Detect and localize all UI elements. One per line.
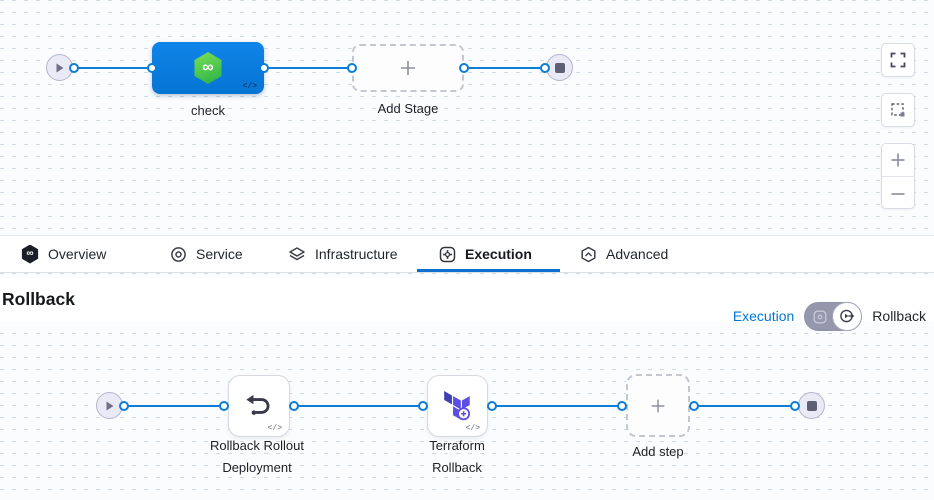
stop-icon [806,400,817,411]
marquee-select-icon [891,103,905,117]
port [459,63,469,73]
edge-step1-to-step2 [294,405,423,407]
play-icon [106,401,114,410]
code-icon[interactable]: </> [267,424,282,433]
fullscreen-icon [890,52,906,68]
edge-start-to-stage [74,67,152,69]
stop-icon [554,62,565,73]
tab-advanced[interactable]: Advanced [580,236,668,272]
step-label: Terraform Rollback [397,435,517,479]
harness-logo-icon: ∞ [194,52,222,84]
infrastructure-icon [289,246,305,260]
step-terraform-rollback[interactable]: </> [427,375,488,437]
step-label-line1: Terraform [429,438,485,453]
plus-icon [651,399,665,412]
selection-mode-button[interactable] [881,93,915,127]
execution-icon [439,246,456,262]
tab-label: Advanced [606,246,669,262]
code-icon[interactable]: </> [242,82,257,91]
tab-label: Infrastructure [315,246,398,262]
port [119,401,129,411]
view-toggle-switch[interactable] [804,301,863,331]
port [418,401,428,411]
add-stage-button[interactable] [352,44,464,92]
edge-start-to-step1 [124,405,224,407]
stage-label: check [191,103,225,118]
execution-header: Rollback [0,278,934,322]
rollback-start-node[interactable] [96,392,123,419]
advanced-icon [581,246,596,262]
add-stage-label: Add Stage [377,101,439,116]
service-icon [171,246,186,262]
port [219,401,229,411]
tab-service[interactable]: Service [170,236,243,272]
step-label-line1: Rollback Rollout [210,438,304,453]
zoom-in-icon [891,153,905,167]
stage-node-check[interactable]: ∞ </> [152,42,264,94]
pipeline-start-node[interactable] [46,54,73,81]
execution-faded-icon [813,310,827,329]
tab-infrastructure[interactable]: Infrastructure [288,236,397,272]
step-label: Rollback Rollout Deployment [197,435,317,479]
fullscreen-button[interactable] [881,43,915,77]
toggle-knob[interactable] [832,301,863,331]
zoom-out-button[interactable] [882,177,914,210]
edge-addstage-to-end [464,67,545,69]
port [347,63,357,73]
undo-rollback-icon [246,394,270,415]
tab-overview[interactable]: ∞ Overview [21,236,106,272]
plus-icon [401,61,415,75]
port [790,401,800,411]
port [540,63,550,73]
step-label-line2: Deployment [222,460,292,475]
zoom-controls [881,143,915,209]
stage-canvas[interactable]: ∞ </> check Add Stage [0,0,934,235]
stage-config-tabs: ∞ Overview Service Infrastructure [0,235,934,273]
add-step-label: Add step [632,444,684,459]
tab-execution[interactable]: Execution [417,236,560,272]
rollback-end-node[interactable] [798,392,825,419]
step-label-line2: Rollback [432,460,482,475]
port [147,63,157,73]
zoom-out-icon [891,192,905,195]
code-icon[interactable]: </> [465,424,480,433]
port [617,401,627,411]
zoom-in-button[interactable] [882,144,914,177]
step-rollback-rollout-deployment[interactable]: </> [228,375,290,437]
tab-label: Service [196,246,243,262]
add-step-button[interactable] [626,374,690,437]
rollback-view-label[interactable]: Rollback [872,308,926,324]
play-icon [56,63,64,72]
port [259,63,269,73]
section-title: Rollback [2,289,75,309]
port [289,401,299,411]
tab-label: Execution [465,246,532,262]
terraform-icon [444,391,471,421]
execution-view-link[interactable]: Execution [732,308,795,324]
port [689,401,699,411]
port [487,401,497,411]
rollback-run-icon [840,309,855,323]
edge-stage-to-addstage [264,67,352,69]
port [69,63,79,73]
execution-canvas[interactable]: Rollback Execution [0,273,934,500]
tab-label: Overview [48,246,107,262]
harness-hexagon-icon: ∞ [21,244,39,264]
edge-step2-to-addstep [492,405,622,407]
edge-addstep-to-end [694,405,795,407]
pipeline-end-node[interactable] [546,54,573,81]
execution-rollback-toggle-row: Execution Rollback [733,301,926,331]
